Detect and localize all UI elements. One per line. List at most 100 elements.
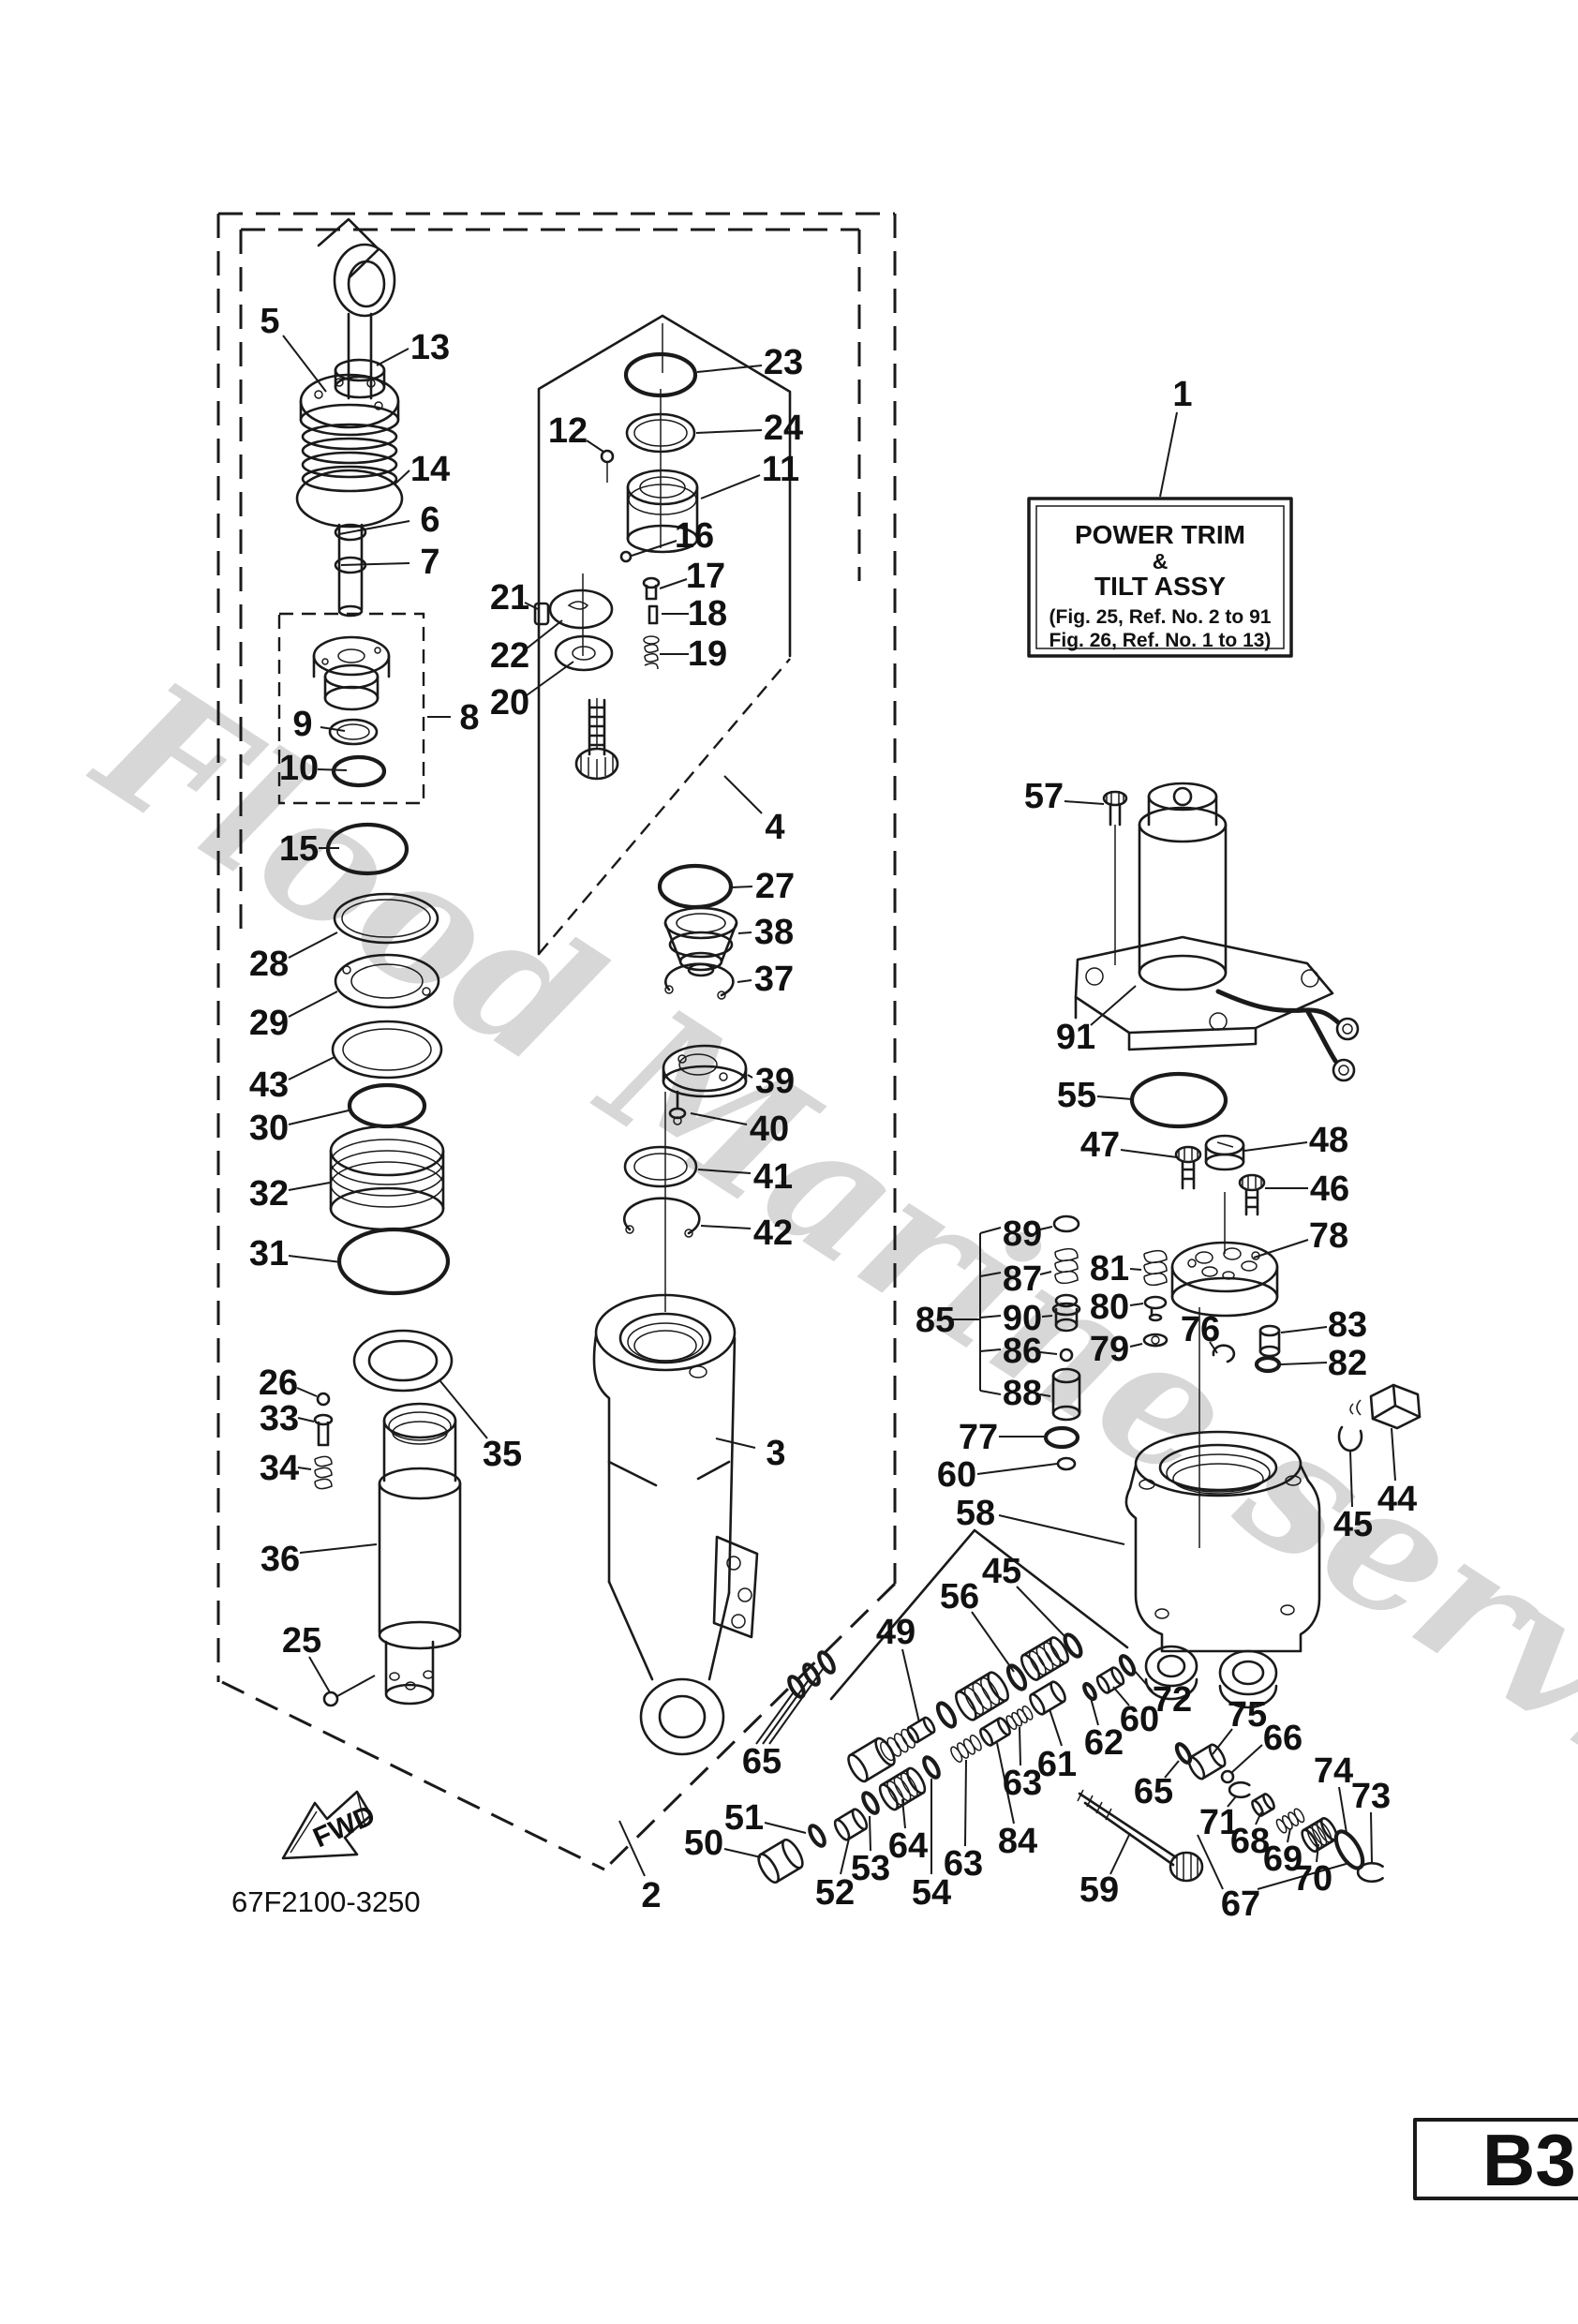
callout-86: 86 (1003, 1332, 1042, 1371)
leader-59 (1109, 1832, 1131, 1875)
trim-cylinder-sleeve (378, 1402, 462, 1706)
part-72-oring (1118, 1654, 1137, 1676)
leader-74 (1338, 1786, 1347, 1834)
leader-66 (1231, 1744, 1263, 1773)
leader-72 (1133, 1669, 1154, 1692)
leader-70 (1316, 1843, 1319, 1863)
reservoir-tank (1124, 1430, 1321, 1709)
leader-41 (697, 1169, 752, 1174)
part-plug (955, 1671, 1009, 1721)
callout-45: 45 (1333, 1505, 1373, 1544)
leader-9 (320, 726, 346, 732)
part-plug (1020, 1636, 1070, 1681)
callout-89: 89 (1003, 1214, 1042, 1254)
part-51-oring (808, 1824, 826, 1848)
cylinder-body (592, 1293, 759, 1756)
title-line1: POWER TRIM (1075, 520, 1245, 549)
callout-72: 72 (1153, 1680, 1192, 1720)
leader-56 (971, 1611, 1015, 1673)
leader-lines (282, 335, 1396, 1890)
callout-29: 29 (249, 1004, 289, 1043)
callout-49: 49 (876, 1613, 916, 1652)
part-49-bolt (906, 1716, 936, 1744)
callout-70: 70 (1293, 1859, 1332, 1899)
leader-51 (764, 1822, 807, 1834)
callout-9: 9 (292, 705, 312, 744)
leader-44 (1391, 1427, 1396, 1482)
callout-48: 48 (1309, 1121, 1348, 1160)
leader-91 (1090, 985, 1137, 1026)
leader-3 (715, 1438, 756, 1449)
leader-36 (299, 1543, 378, 1554)
callout-21: 21 (490, 578, 529, 618)
leader-85 (979, 1390, 1002, 1395)
part-69-spring (1275, 1808, 1305, 1834)
leader-69 (1287, 1827, 1291, 1843)
relief-valve-parts (1043, 1214, 1282, 1471)
callout-36: 36 (261, 1540, 300, 1579)
callout-55: 55 (1057, 1076, 1096, 1115)
electric-motor (1074, 782, 1360, 1082)
leader-33 (297, 1417, 315, 1423)
part-65-oring (817, 1650, 836, 1675)
part-50-plug (757, 1838, 804, 1885)
callout-63: 63 (944, 1844, 983, 1884)
title-line5: Fig. 26, Ref. No. 1 to 13) (1050, 630, 1272, 651)
callout-42: 42 (753, 1214, 793, 1253)
leader-86 (1039, 1351, 1058, 1355)
callout-22: 22 (490, 636, 529, 676)
callout-69: 69 (1263, 1840, 1303, 1879)
part-52-bush (833, 1808, 869, 1841)
callout-84: 84 (998, 1822, 1037, 1861)
callout-19: 19 (688, 634, 727, 674)
page-tag-box: B3 (1413, 2118, 1578, 2201)
callout-90: 90 (1003, 1299, 1042, 1338)
small-fasteners (313, 1392, 339, 1707)
callout-46: 46 (1310, 1169, 1349, 1209)
callout-32: 32 (249, 1174, 289, 1214)
leader-32 (288, 1182, 331, 1191)
leader-22 (526, 619, 563, 649)
callout-18: 18 (688, 594, 727, 633)
leader-82 (1280, 1362, 1328, 1365)
leader-50 (723, 1848, 762, 1858)
callout-71: 71 (1199, 1803, 1239, 1842)
leader-1 (1159, 411, 1178, 498)
leader-87 (1039, 1271, 1052, 1275)
callout-68: 68 (1230, 1822, 1270, 1861)
part-63-spring (1005, 1705, 1034, 1731)
end-cap-group (312, 635, 409, 876)
leader-25 (308, 1656, 331, 1693)
callout-37: 37 (754, 960, 794, 999)
leader-34 (297, 1467, 312, 1470)
callout-61: 61 (1037, 1745, 1077, 1784)
piston-group (600, 351, 699, 554)
callout-14: 14 (410, 450, 450, 489)
callout-60: 60 (1120, 1700, 1159, 1739)
part-62-oring (1082, 1681, 1097, 1702)
leader-63 (964, 1759, 967, 1847)
page-tag: B3 (1482, 2119, 1576, 2201)
callout-57: 57 (1024, 777, 1064, 816)
leader-84 (996, 1742, 1015, 1825)
callout-76: 76 (1181, 1310, 1220, 1349)
leader-4 (723, 775, 763, 814)
part-66-ball (1220, 1769, 1235, 1784)
leader-2 (618, 1820, 646, 1877)
leader-85 (979, 1315, 1002, 1318)
leader-29 (288, 991, 338, 1018)
callout-78: 78 (1309, 1216, 1348, 1256)
callout-40: 40 (750, 1110, 789, 1149)
leader-73 (1370, 1811, 1373, 1864)
leader-39 (747, 1074, 753, 1079)
tilt-ram-assembly (295, 217, 404, 618)
leader-5 (282, 335, 327, 393)
drawing-code: 67F2100-3250 (231, 1885, 421, 1918)
title-line2: & (1153, 549, 1169, 574)
callout-8: 8 (459, 698, 479, 737)
callout-87: 87 (1003, 1259, 1042, 1299)
leader-88 (1039, 1393, 1051, 1397)
leader-20 (526, 661, 574, 696)
part-45-oring (1063, 1632, 1083, 1659)
